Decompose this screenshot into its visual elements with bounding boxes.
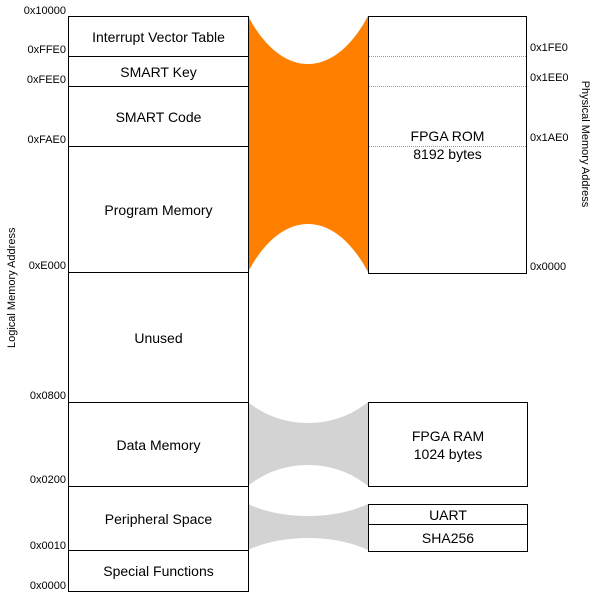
- block-fpga-ram: FPGA RAM 1024 bytes: [368, 402, 528, 487]
- ram-mapping-shape: [248, 402, 368, 486]
- logical-address-0800: 0x0800: [29, 390, 66, 402]
- block-smart-code: SMART Code: [68, 86, 249, 147]
- block-fpga-rom: FPGA ROM 8192 bytes: [368, 16, 527, 274]
- block-peripheral-space: Peripheral Space: [68, 486, 249, 551]
- fpga-ram-title: FPGA RAM: [411, 427, 485, 444]
- block-data-memory: Data Memory: [68, 402, 249, 487]
- fpga-rom-size: 8192 bytes: [413, 146, 482, 162]
- block-smart-key: SMART Key: [68, 56, 249, 87]
- logical-address-0000: 0x0000: [29, 580, 66, 592]
- physical-address-1ae0: 0x1AE0: [530, 132, 569, 144]
- logical-address-fee0: 0xFEE0: [26, 74, 66, 86]
- peripheral-mapping-shape: [248, 504, 368, 550]
- rom-divider-1ee0: [369, 86, 526, 87]
- block-unused: Unused: [68, 272, 249, 403]
- block-sha256: SHA256: [368, 524, 528, 552]
- block-program-memory: Program Memory: [68, 146, 249, 273]
- logical-address-fae0: 0xFAE0: [27, 134, 66, 146]
- fpga-ram-size: 1024 bytes: [413, 445, 483, 462]
- logical-address-e000: 0xE000: [28, 260, 66, 272]
- block-special-functions: Special Functions: [68, 550, 249, 592]
- rom-divider-1ae0: [369, 146, 526, 147]
- physical-axis-label: Physical Memory Address: [579, 80, 591, 208]
- physical-address-0000: 0x0000: [530, 261, 567, 273]
- logical-axis-label: Logical Memory Address: [6, 227, 18, 348]
- block-interrupt-vector-table: Interrupt Vector Table: [68, 16, 249, 57]
- logical-address-ffe0: 0xFFE0: [27, 44, 66, 56]
- physical-address-1ee0: 0x1EE0: [530, 72, 569, 84]
- rom-mapping-shape: [248, 16, 368, 272]
- logical-address-0010: 0x0010: [29, 540, 66, 552]
- fpga-rom-title: FPGA ROM: [410, 128, 485, 144]
- logical-address-10000: 0x10000: [23, 5, 66, 17]
- logical-address-0200: 0x0200: [29, 474, 66, 486]
- block-uart: UART: [368, 504, 528, 525]
- physical-address-1fe0: 0x1FE0: [530, 42, 568, 54]
- rom-divider-1fe0: [369, 56, 526, 57]
